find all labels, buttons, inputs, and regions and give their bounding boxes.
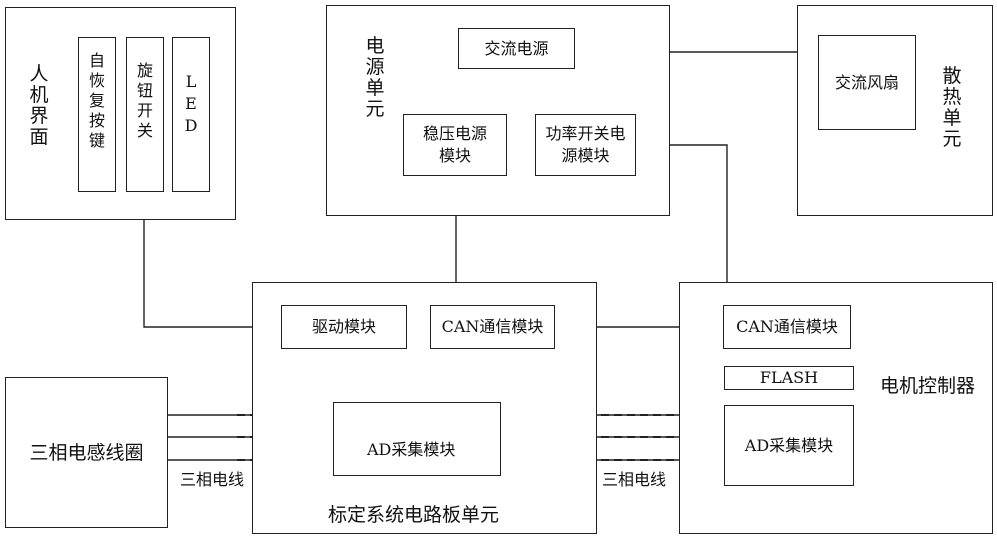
switching-module-label: 功率开关电源模块 — [545, 124, 626, 165]
calibration-title: 标定系统电路板单元 — [328, 504, 500, 526]
controller-ad-module-box: AD采集模块 — [724, 405, 854, 486]
knob-switch-box — [126, 37, 164, 192]
ac-fan-box: 交流风扇 — [818, 35, 916, 130]
self-reset-button-box — [78, 37, 116, 192]
right-three-phase-wire-label: 三相电线 — [602, 470, 667, 489]
ac-power-box: 交流电源 — [458, 28, 575, 69]
driver-module-box: 驱动模块 — [281, 305, 407, 349]
calibration-can-module-box: CAN通信模块 — [430, 305, 555, 349]
calibration-ad-module-box — [333, 402, 501, 476]
switching-module-box: 功率开关电源模块 — [535, 114, 636, 176]
cooling-title: 散热单元 — [942, 65, 962, 150]
motor-controller-title: 电机控制器 — [880, 375, 976, 397]
calibration-ad-module-label: AD采集模块 — [367, 440, 456, 460]
left-three-phase-wire-label: 三相电线 — [180, 470, 245, 489]
controller-can-module-box: CAN通信模块 — [723, 305, 851, 349]
three-phase-coil-box: 三相电感线圈 — [5, 377, 168, 528]
knob-switch-label: 旋钮开关 — [136, 61, 153, 140]
self-reset-button-label: 自恢复按键 — [88, 51, 105, 150]
led-label: LED — [184, 72, 198, 135]
regulated-module-label: 稳压电源模块 — [422, 124, 487, 165]
hmi-title: 人机界面 — [29, 63, 49, 148]
regulated-module-box: 稳压电源模块 — [403, 114, 507, 176]
led-box — [172, 37, 210, 192]
flash-box: FLASH — [724, 366, 854, 390]
power-title: 电源单元 — [365, 35, 385, 120]
